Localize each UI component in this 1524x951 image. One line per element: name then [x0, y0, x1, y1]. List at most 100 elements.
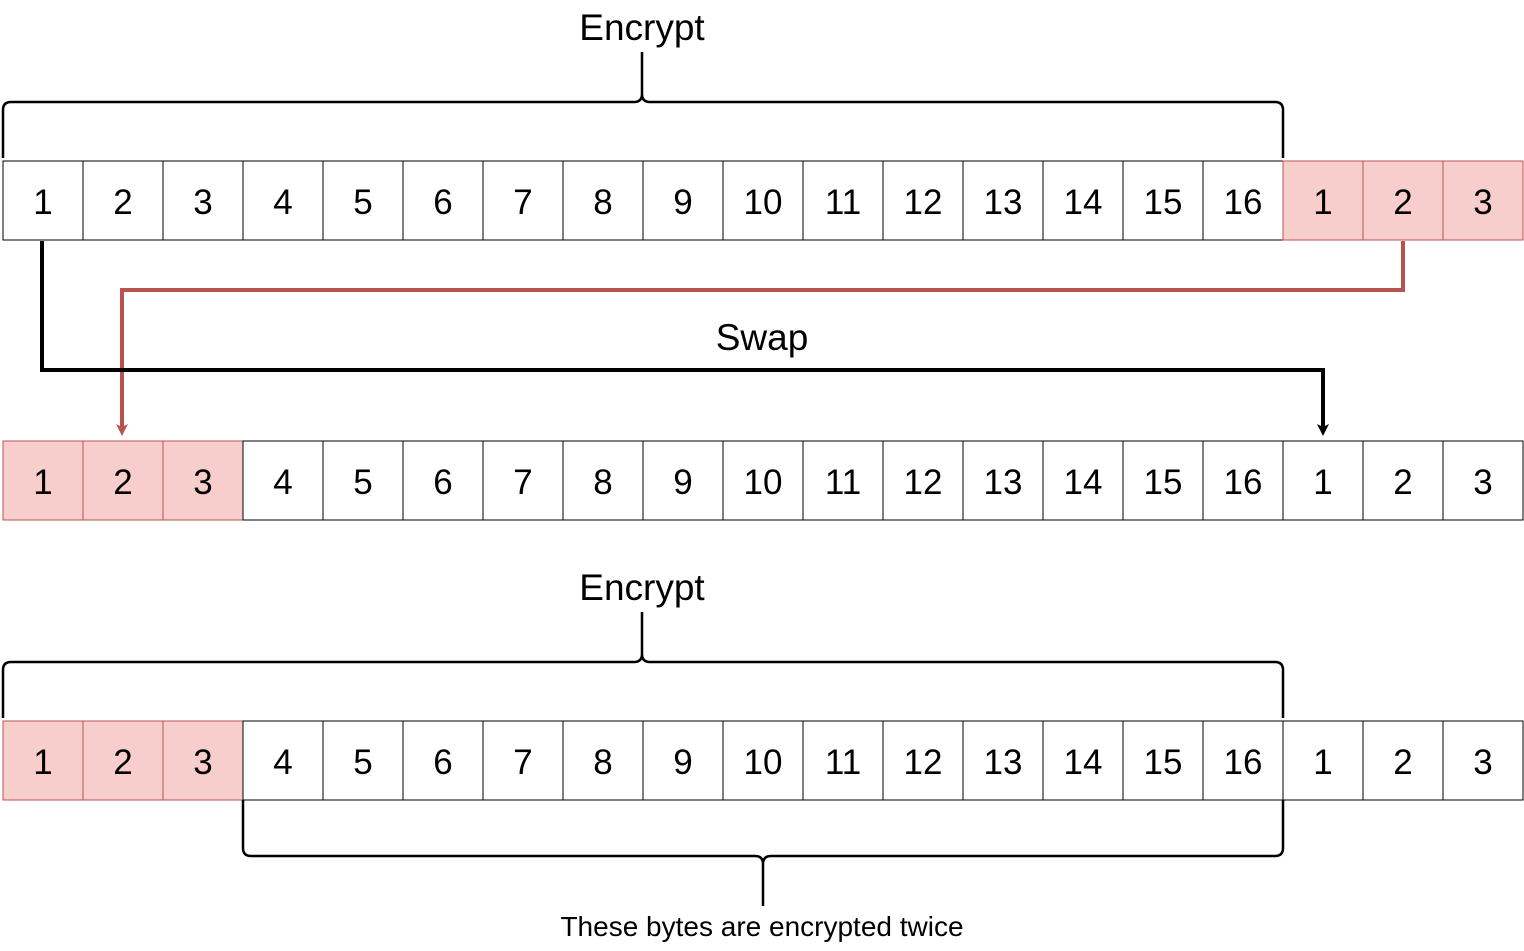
byte-cell-value: 7 [513, 183, 532, 222]
byte-cell: 1 [1282, 160, 1364, 241]
byte-cell: 3 [162, 720, 244, 801]
byte-cell: 8 [562, 720, 644, 801]
byte-cell-value: 1 [1313, 743, 1332, 782]
byte-cell-value: 15 [1144, 743, 1183, 782]
byte-cell-value: 5 [353, 743, 372, 782]
byte-cell-value: 2 [113, 183, 132, 222]
byte-cell-value: 9 [673, 183, 692, 222]
byte-cell-value: 3 [1473, 743, 1492, 782]
byte-cell: 2 [82, 440, 164, 521]
encrypt-label-top: Encrypt [579, 7, 705, 48]
byte-cell: 6 [402, 440, 484, 521]
byte-cell-value: 2 [1393, 183, 1412, 222]
byte-cell-box [1442, 720, 1524, 801]
byte-cell-box-highlighted [82, 440, 164, 521]
byte-cell: 1 [1282, 720, 1364, 801]
byte-cell: 3 [1442, 440, 1524, 521]
byte-cell: 13 [962, 720, 1044, 801]
byte-cell-value: 8 [593, 183, 612, 222]
byte-cell-value: 12 [904, 183, 943, 222]
byte-cell-value: 11 [825, 183, 861, 222]
byte-cell: 2 [1362, 720, 1444, 801]
byte-cell-box-highlighted [2, 720, 84, 801]
byte-cell: 10 [722, 160, 804, 241]
byte-cell: 9 [642, 160, 724, 241]
byte-cell-value: 1 [1313, 183, 1332, 222]
byte-cell-value: 3 [193, 183, 212, 222]
swap-arrow-red [116, 241, 1405, 436]
byte-cell-box [242, 160, 324, 241]
byte-cell-value: 10 [744, 743, 783, 782]
byte-cell-box [1122, 720, 1204, 801]
byte-cell: 4 [242, 440, 324, 521]
byte-cell-value: 10 [744, 463, 783, 502]
byte-cell: 5 [322, 720, 404, 801]
byte-cell-value: 5 [353, 463, 372, 502]
encrypted-twice-brace [241, 800, 1285, 906]
byte-cell: 16 [1202, 720, 1284, 801]
byte-cell-value: 6 [433, 463, 452, 502]
byte-cell: 12 [882, 160, 964, 241]
byte-cell-box [1042, 160, 1124, 241]
byte-cell-box [322, 720, 404, 801]
byte-cell-box [482, 720, 564, 801]
byte-cell-value: 13 [984, 743, 1023, 782]
byte-cell-value: 14 [1064, 183, 1103, 222]
byte-cell: 14 [1042, 160, 1124, 241]
byte-cell-box [242, 440, 324, 521]
byte-cell: 8 [562, 160, 644, 241]
byte-cell-value: 1 [33, 743, 52, 782]
byte-cell-box [882, 720, 964, 801]
byte-cell-value: 16 [1224, 743, 1263, 782]
byte-cell-value: 2 [113, 463, 132, 502]
byte-cell-value: 4 [273, 463, 292, 502]
encrypt-brace-bottom [1, 612, 1285, 718]
byte-cell: 1 [1282, 440, 1364, 521]
byte-cell: 11 [802, 160, 884, 241]
byte-cell-box-highlighted [82, 720, 164, 801]
byte-cell-value: 3 [193, 463, 212, 502]
byte-cell-value: 14 [1064, 743, 1103, 782]
byte-cell-box [482, 160, 564, 241]
swap-label: Swap [716, 317, 809, 358]
byte-cell-box-highlighted [1362, 160, 1444, 241]
byte-cell-value: 2 [1393, 463, 1412, 502]
byte-cell: 8 [562, 440, 644, 521]
byte-cell-value: 11 [825, 463, 861, 502]
byte-cell-box [82, 160, 164, 241]
byte-cell-value: 3 [193, 743, 212, 782]
byte-cell-box [1362, 440, 1444, 521]
byte-cell: 9 [642, 720, 724, 801]
byte-cell-value: 8 [593, 463, 612, 502]
byte-cell-box [562, 440, 644, 521]
byte-cell-value: 8 [593, 743, 612, 782]
byte-cell-value: 3 [1473, 463, 1492, 502]
byte-cell-box [722, 720, 804, 801]
byte-cell-box [722, 160, 804, 241]
byte-cell-value: 2 [1393, 743, 1412, 782]
byte-cell: 2 [1362, 160, 1444, 241]
byte-cell-value: 2 [113, 743, 132, 782]
byte-cell: 12 [882, 720, 964, 801]
byte-cell-box-highlighted [1282, 160, 1364, 241]
byte-cell: 3 [162, 160, 244, 241]
byte-cell: 2 [82, 160, 164, 241]
byte-cell-value: 15 [1144, 183, 1183, 222]
byte-cell-value: 15 [1144, 463, 1183, 502]
byte-cell-box [962, 160, 1044, 241]
byte-cell-box [402, 440, 484, 521]
byte-cell: 16 [1202, 160, 1284, 241]
byte-cell-value: 1 [33, 183, 52, 222]
byte-cell: 10 [722, 720, 804, 801]
byte-cell-value: 5 [353, 183, 372, 222]
byte-cell: 2 [1362, 440, 1444, 521]
byte-cell-box [402, 160, 484, 241]
byte-cell: 5 [322, 160, 404, 241]
byte-cell-box [882, 160, 964, 241]
encrypt-label-bottom: Encrypt [579, 567, 705, 608]
byte-cell: 1 [2, 720, 84, 801]
byte-cell-box [1202, 720, 1284, 801]
